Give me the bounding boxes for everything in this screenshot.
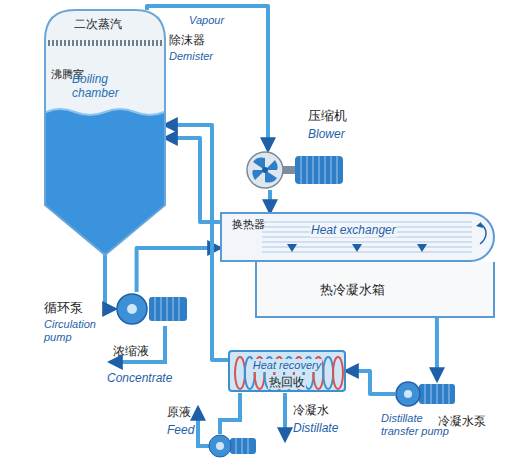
pump-label-en: Circulation pump [43,318,107,344]
heat-recovery-box: Heat recovery 热回收 [228,350,346,392]
inlet-label: Feed [166,423,195,437]
inlet-label: 原液 [166,405,192,419]
outlet-label: 冷凝水 [292,403,330,417]
feed-inlet-pipe [198,408,209,446]
distillate-pump-symbol: Distillate transfer pump冷凝水泵 [395,380,455,408]
pump-label-cn: 循环泵 [43,300,84,316]
text-holder: 冷凝水泵 [437,411,487,429]
text-holder: Circulation pump [43,318,107,345]
text-holder: 热冷凝水箱 [319,280,386,298]
feed-pipe [220,393,240,434]
node-outline [115,292,187,326]
evaporator-vessel: 二次蒸汽沸腾室Boiling chamber除沫器Demister [45,10,165,255]
pipe-connector [105,255,115,309]
blower-label-en: Blower [307,127,346,141]
text-holder: Vapour [188,10,225,28]
circulation-pump-symbol: 循环泵Circulation pump [115,292,187,326]
text-holder: Distillate [292,418,339,436]
text-holder: 除沫器 [168,30,206,48]
node-outline [245,150,345,190]
text-holder: Concentrate [106,368,173,386]
demister-band: 除沫器Demister [48,32,228,56]
text-holder: Heat recovery [230,355,344,373]
tank-label: 热冷凝水箱 [319,282,386,298]
text-holder: 循环泵 [43,298,84,316]
edge-label: Vapour [188,14,225,27]
blower-label-cn: 压缩机 [307,108,348,124]
text-holder: 浓缩液 [112,341,150,359]
text-holder: Heat exchanger [310,220,397,238]
heat-exchanger-box: 换热器 Heat exchanger [220,212,495,262]
feed-pump [209,435,256,457]
text-holder: 压缩机 [307,106,348,124]
exchanger-label: Heat exchanger [310,223,397,237]
outlet-label: Distillate [292,421,339,435]
text-holder: Boiling chamber [71,72,143,101]
distillate-outlet-pipe [283,393,287,440]
condensate-tank-box: 热冷凝水箱 [255,262,495,318]
node-outline [395,380,455,408]
outlet-label: 浓缩液 [112,344,150,358]
outlet-label: Concentrate [106,371,173,385]
text-holder: 热回收 [230,372,344,390]
text-holder: Blower [307,124,346,142]
distillate-pump-label-cn: 冷凝水泵 [437,414,487,428]
chamber-label: Boiling chamber [71,72,143,101]
vertical-chamber-label: 沸腾室 [51,68,62,80]
pipe-connector [435,318,439,380]
concentrate-pipe [110,326,165,362]
text-holder: 换热器 [232,218,243,230]
text-holder: 二次蒸汽 [73,14,123,32]
demister-label-en: Demister [168,50,214,63]
node-outline [45,10,165,255]
text-holder: 冷凝水 [292,400,330,418]
recovery-label-cn: 热回收 [268,375,306,389]
blower-symbol: 压缩机Blower [245,150,345,190]
text-holder: 沸腾室 [51,68,62,80]
vapour-space-label: 二次蒸汽 [73,17,123,31]
pipe-connector [346,371,395,394]
text-holder: Feed [166,420,195,438]
demister-label-cn: 除沫器 [168,33,206,47]
pipe-connector [165,125,228,360]
text-holder: 原液 [166,402,192,420]
pipe-connector [268,190,272,212]
pipe-connector [137,248,220,292]
vertical-exchanger-label: 换热器 [232,218,243,230]
recovery-label-en: Heat recovery [252,359,322,372]
text-holder: Demister [168,46,214,64]
